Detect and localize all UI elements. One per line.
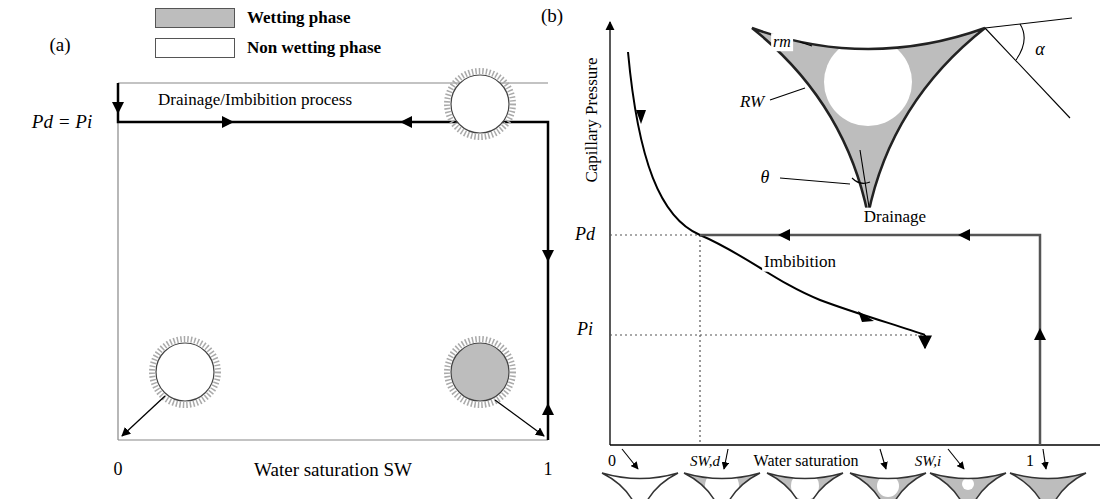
axis-tick: 1 [1024, 452, 1036, 470]
legend-entry: Non wetting phase [155, 38, 381, 58]
pore-inset [752, 18, 1072, 226]
curve-label: Drainage [862, 208, 928, 227]
pore-circles [152, 71, 513, 405]
panel-tag: (b) [539, 6, 565, 27]
radius-label: RW [738, 93, 766, 112]
saturation-label: SW,i [913, 453, 944, 470]
axis-tick: 0 [112, 460, 125, 480]
axis-title: Water saturation [752, 452, 861, 470]
angle-label: θ [759, 168, 772, 188]
axis-tick: 1 [542, 460, 555, 480]
legend-text: Wetting phase [247, 8, 350, 28]
curve-label: Imbibition [762, 253, 838, 272]
process-arrowheads [112, 102, 554, 415]
guide-lines [610, 235, 925, 445]
panel-b-axes [610, 22, 1100, 445]
axis-title: Water saturation SW [252, 460, 414, 481]
process-label: Drainage/Imbibition process [156, 91, 354, 110]
pore-sections [602, 469, 1086, 499]
panel-tag: (a) [47, 35, 72, 56]
saturation-label: SW,d [688, 453, 722, 470]
pressure-label: Pd = Pi [30, 112, 94, 133]
legend-text: Non wetting phase [247, 38, 381, 58]
panel-a-frame [118, 83, 548, 440]
axis-tick: 0 [606, 452, 618, 470]
pressure-label: Pi [575, 320, 595, 340]
leader-arrows [122, 396, 544, 436]
axis-title: Capillary Pressure [583, 55, 602, 184]
saturation-leaders [622, 449, 1046, 469]
curve-arrowheads [636, 110, 1046, 340]
pressure-label: Pd [573, 225, 597, 245]
legend-swatch [155, 8, 235, 28]
angle-label: α [1033, 40, 1046, 60]
radius-label: rm [771, 33, 793, 51]
legend-entry: Wetting phase [155, 8, 350, 28]
legend-swatch [155, 38, 235, 58]
